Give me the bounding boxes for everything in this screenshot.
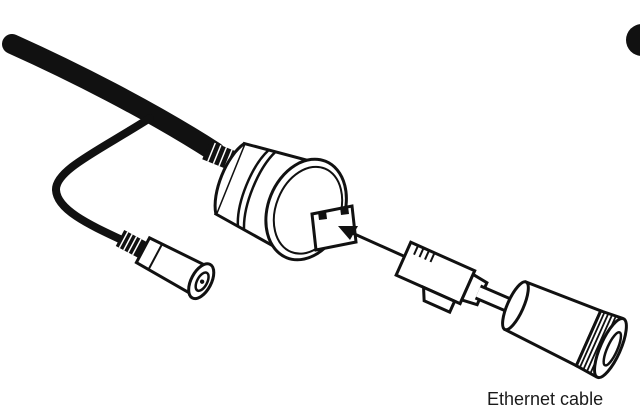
corner-marker-icon: [626, 24, 640, 56]
rj45-port: [310, 204, 358, 252]
ethernet-plug: [394, 240, 489, 315]
ethernet-cable-label: Ethernet cable: [487, 389, 604, 409]
insertion-arrow-icon: [338, 226, 409, 260]
main-cable: [2, 34, 225, 162]
power-cable: [52, 114, 154, 244]
ethernet-cable-connector: [501, 280, 628, 380]
dc-power-connector: [115, 230, 216, 301]
